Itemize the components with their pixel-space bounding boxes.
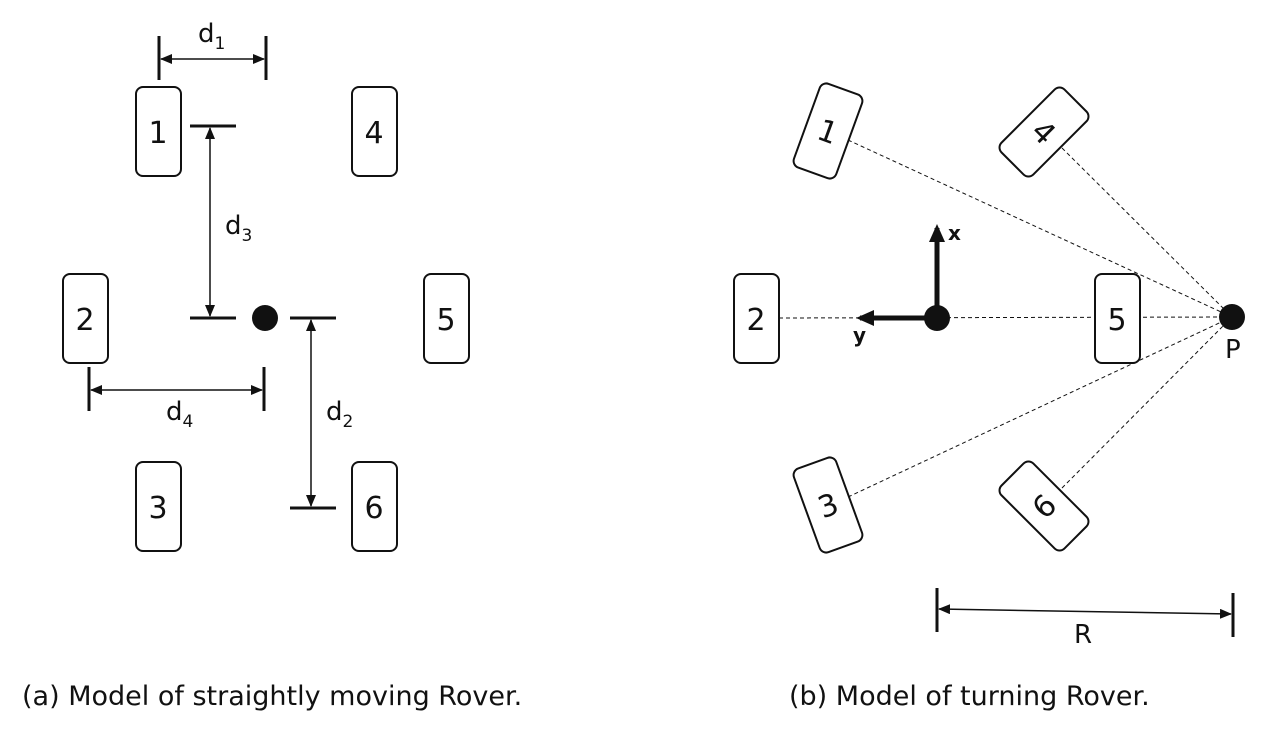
- wheel-a-4-label: 4: [364, 116, 383, 151]
- wheel-b-5: 5: [1094, 273, 1141, 364]
- wheel-b-1: 1: [792, 82, 864, 180]
- wheel-b-2: 2: [733, 273, 780, 364]
- wheel-b-6: 6: [998, 460, 1090, 552]
- caption-a: (a) Model of straightly moving Rover.: [22, 681, 522, 712]
- panel-a: 1 2 3 4 5 6 d1: [22, 19, 522, 712]
- rover-center-a: [252, 305, 278, 331]
- dimension-d1: d1: [157, 19, 268, 80]
- wheel-a-1: 1: [135, 86, 182, 177]
- axis-y-label: y: [853, 323, 866, 347]
- axis-x-label: x: [948, 221, 961, 245]
- wheel-a-4: 4: [351, 86, 398, 177]
- wheel-b-4: 4: [998, 86, 1090, 178]
- wheel-a-6: 6: [351, 461, 398, 552]
- wheel-a-1-label: 1: [148, 116, 167, 151]
- wheel-b-5-label: 5: [1107, 303, 1126, 338]
- wheel-b-2-label: 2: [746, 303, 765, 338]
- dimension-d2: d2: [290, 316, 353, 510]
- turn-center-point: [1219, 304, 1245, 330]
- wheel-a-6-label: 6: [364, 491, 383, 526]
- d1-label: d1: [198, 19, 225, 54]
- wheel-a-5-label: 5: [436, 303, 455, 338]
- caption-b: (b) Model of turning Rover.: [789, 681, 1150, 712]
- wheel-b-3: 3: [792, 456, 864, 554]
- wheel-a-2-label: 2: [75, 303, 94, 338]
- dimension-r: R: [935, 588, 1235, 650]
- wheel-a-2: 2: [62, 273, 109, 364]
- point-p-label: P: [1225, 335, 1241, 365]
- dimension-d3: d3: [190, 124, 252, 320]
- turn-radius-lines: [778, 139, 1233, 498]
- r-label: R: [1074, 620, 1092, 650]
- d3-label: d3: [225, 211, 252, 246]
- d2-label: d2: [326, 397, 353, 432]
- d4-label: d4: [166, 397, 193, 432]
- wheel-a-5: 5: [423, 273, 470, 364]
- rover-center-b: [924, 305, 950, 331]
- panel-b: 1 4 2 5 3 6 x y P: [733, 82, 1245, 712]
- dimension-d4: d4: [87, 367, 266, 432]
- wheel-a-3: 3: [135, 461, 182, 552]
- wheel-a-3-label: 3: [148, 491, 167, 526]
